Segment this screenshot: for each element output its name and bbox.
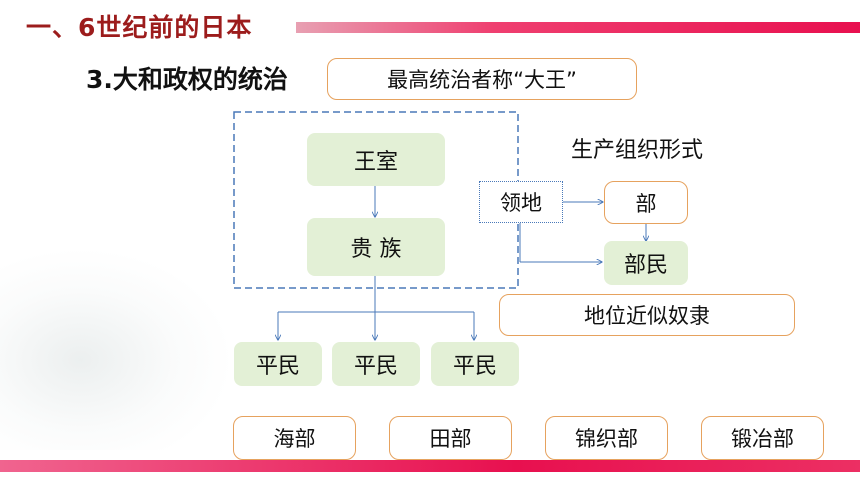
bu-type-field: 田部 — [389, 416, 512, 460]
node-territory: 领地 — [479, 181, 563, 223]
bu-type-brocade: 锦织部 — [545, 416, 668, 460]
node-royal: 王室 — [307, 133, 445, 186]
node-bu: 部 — [604, 181, 688, 224]
node-bumin: 部民 — [604, 241, 688, 285]
production-label: 生产组织形式 — [571, 138, 704, 163]
bu-type-smith: 锻冶部 — [701, 416, 824, 460]
bu-type-sea: 海部 — [233, 416, 356, 460]
page-title: 一、6世纪前的日本 — [26, 13, 253, 42]
footer-accent-bar — [0, 460, 860, 472]
node-status: 地位近似奴隶 — [499, 294, 795, 336]
background-watermark — [0, 250, 230, 450]
node-commoner-1: 平民 — [234, 342, 322, 386]
section-title: 3.大和政权的统治 — [86, 65, 288, 94]
ruler-title-box: 最高统治者称“大王” — [327, 58, 637, 100]
ruling-class-dashed-boundary — [233, 111, 519, 289]
node-commoner-2: 平民 — [332, 342, 420, 386]
node-nobles: 贵 族 — [307, 218, 445, 276]
node-commoner-3: 平民 — [431, 342, 519, 386]
title-accent-bar — [296, 22, 860, 33]
